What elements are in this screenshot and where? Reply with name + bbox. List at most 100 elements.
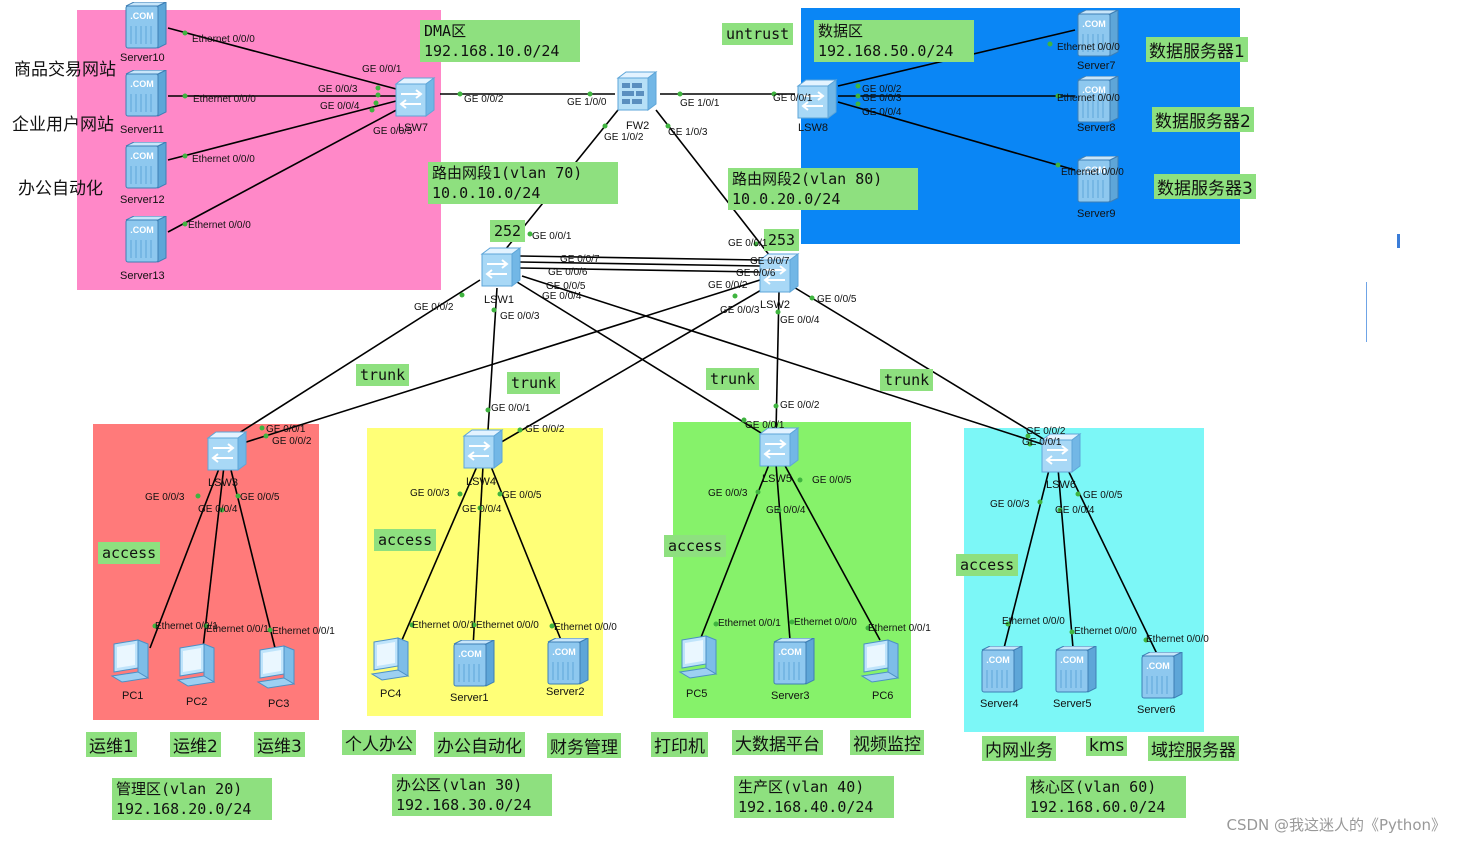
port-label: GE 0/0/5 — [812, 475, 852, 486]
pc4-pc-icon[interactable] — [368, 636, 414, 682]
server3-server-icon[interactable]: .COM — [772, 637, 818, 685]
mgmt-area-label: 管理区(vlan 20) 192.168.20.0/24 — [112, 778, 272, 820]
pc5-pc-icon[interactable] — [676, 634, 722, 680]
lsw2-ip-label: 253 — [764, 229, 800, 251]
pc6-pc-icon[interactable] — [858, 638, 904, 684]
port-label: Ethernet 0/0/0 — [794, 617, 857, 628]
access-label: access — [664, 535, 727, 557]
untrust-label: untrust — [722, 23, 794, 45]
svg-text:.COM: .COM — [778, 647, 802, 657]
port-label: Ethernet 0/0/0 — [192, 34, 255, 45]
port-label: Ethernet 0/0/0 — [1061, 167, 1124, 178]
port-label: GE 0/0/4 — [320, 101, 360, 112]
link — [167, 27, 401, 91]
data-server1-label: 数据服务器1 — [1146, 37, 1248, 62]
port-label: GE 0/0/2 — [464, 94, 504, 105]
link — [519, 255, 761, 261]
data-server2-label: 数据服务器2 — [1152, 107, 1254, 132]
port-label: GE 0/0/3 — [500, 311, 540, 322]
lsw6-name: LSW6 — [1046, 479, 1076, 491]
port-label: GE 0/0/2 — [414, 302, 454, 313]
server6-server-icon[interactable]: .COM — [1140, 651, 1186, 699]
server8-name: Server8 — [1077, 122, 1116, 134]
route2-label: 路由网段2(vlan 80) 10.0.20.0/24 — [728, 168, 918, 210]
data-zone-label: 数据区 192.168.50.0/24 — [814, 20, 974, 62]
link — [149, 465, 221, 649]
trunk-label: trunk — [706, 368, 760, 390]
svg-text:.COM: .COM — [1146, 661, 1170, 671]
port-label: Ethernet 0/0/0 — [476, 620, 539, 631]
link — [519, 261, 761, 267]
port-label: GE 0/0/4 — [542, 291, 582, 302]
port-label: Ethernet 0/0/1 — [206, 624, 269, 635]
server13-server-icon[interactable]: .COM — [124, 215, 170, 263]
link — [521, 275, 1046, 446]
lsw5-switch-icon[interactable] — [756, 424, 802, 470]
server10-server-icon[interactable]: .COM — [124, 1, 170, 49]
pc1-pc-icon[interactable] — [108, 638, 154, 684]
lsw8-switch-icon[interactable] — [794, 76, 840, 122]
shop-site-label: 商品交易网站 — [14, 60, 116, 80]
link — [655, 109, 771, 257]
personal-office-label: 个人办公 — [342, 730, 416, 755]
port-label: GE 0/0/6 — [548, 267, 588, 278]
port-label: GE 0/0/2 — [525, 424, 565, 435]
ops1-label: 运维1 — [86, 732, 137, 757]
svg-text:.COM: .COM — [552, 647, 576, 657]
server8-server-icon[interactable]: .COM — [1076, 75, 1122, 123]
link — [167, 99, 401, 161]
server1-server-icon[interactable]: .COM — [452, 639, 498, 687]
link — [227, 279, 481, 441]
port-label: GE 1/0/2 — [604, 132, 644, 143]
svg-text:.COM: .COM — [130, 11, 154, 21]
port-label: GE 0/0/5 — [502, 490, 542, 501]
kms-label: kms — [1086, 736, 1128, 756]
pc2-pc-icon[interactable] — [174, 642, 220, 688]
pc2-name: PC2 — [186, 696, 208, 708]
port-label: GE 0/0/1 — [491, 403, 531, 414]
lsw7-name: LSW7 — [398, 122, 428, 134]
fw2-firewall-icon[interactable] — [614, 70, 660, 116]
server12-name: Server12 — [120, 194, 165, 206]
server12-server-icon[interactable]: .COM — [124, 141, 170, 189]
link — [1065, 465, 1159, 657]
server11-server-icon[interactable]: .COM — [124, 69, 170, 117]
link — [775, 291, 780, 433]
svg-text:.COM: .COM — [1082, 165, 1106, 175]
link — [167, 105, 405, 233]
ops2-label: 运维2 — [170, 732, 221, 757]
link — [239, 279, 761, 445]
lsw5-name: LSW5 — [762, 473, 792, 485]
lsw2-switch-icon[interactable] — [756, 250, 802, 296]
port-label: GE 0/0/4 — [1055, 505, 1095, 516]
port-label: Ethernet 0/0/0 — [1146, 634, 1209, 645]
link — [472, 465, 484, 649]
port-label: Ethernet 0/0/1 — [868, 623, 931, 634]
server5-server-icon[interactable]: .COM — [1054, 645, 1100, 693]
lsw7-switch-icon[interactable] — [392, 74, 438, 120]
link — [497, 285, 769, 445]
server4-server-icon[interactable]: .COM — [980, 645, 1026, 693]
trunk-label: trunk — [880, 369, 934, 391]
lsw1-name: LSW1 — [484, 294, 514, 306]
port-label: GE 0/0/5 — [240, 492, 280, 503]
lsw3-switch-icon[interactable] — [204, 428, 250, 474]
lsw6-switch-icon[interactable] — [1038, 430, 1084, 476]
server9-server-icon[interactable]: .COM — [1076, 155, 1122, 203]
link — [1057, 467, 1074, 649]
pc3-pc-icon[interactable] — [254, 644, 300, 690]
port-label: Ethernet 0/0/0 — [192, 154, 255, 165]
lsw1-switch-icon[interactable] — [478, 244, 524, 290]
port-label: Ethernet 0/0/1 — [272, 626, 335, 637]
pc1-name: PC1 — [122, 690, 144, 702]
svg-text:.COM: .COM — [458, 649, 482, 659]
server7-server-icon[interactable]: .COM — [1076, 9, 1122, 57]
port-label: Ethernet 0/0/0 — [554, 622, 617, 633]
server2-server-icon[interactable]: .COM — [546, 637, 592, 685]
lsw4-switch-icon[interactable] — [460, 426, 506, 472]
port-label: Ethernet 0/0/0 — [193, 94, 256, 105]
server11-name: Server11 — [120, 124, 164, 136]
route1-label: 路由网段1(vlan 70) 10.0.10.0/24 — [428, 162, 618, 204]
port-label: GE 0/0/1 — [745, 420, 785, 431]
